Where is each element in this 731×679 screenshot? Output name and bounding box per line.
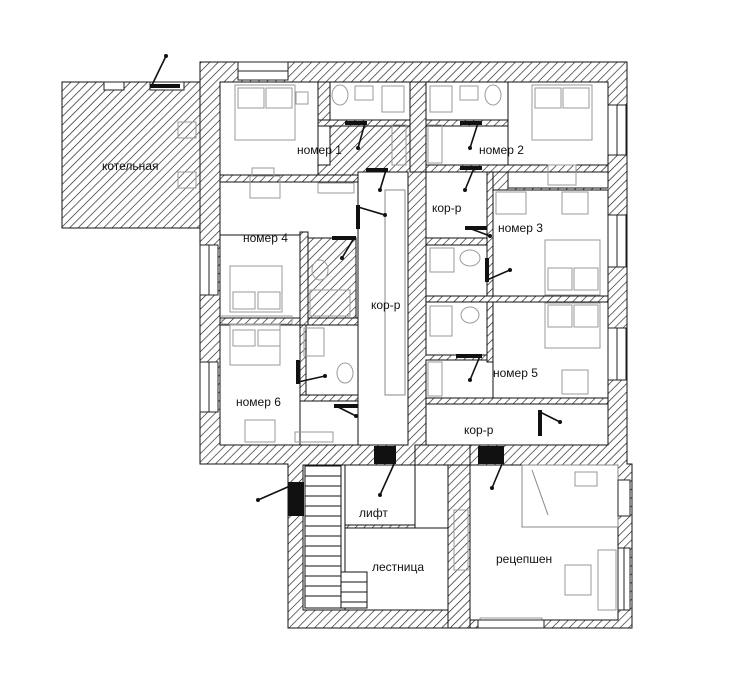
room-label-corridor-bottom: кор-р	[464, 423, 494, 437]
room-label-room5: номер 5	[493, 366, 538, 380]
windows	[103, 61, 631, 629]
room-label-elevator: лифт	[359, 506, 388, 520]
room-label-room2: номер 2	[479, 143, 524, 157]
room-label-reception: рецепшен	[496, 552, 552, 566]
room-label-room6: номер 6	[236, 395, 281, 409]
room-labels: котельная номер 1 номер 2 номер 3 номер …	[102, 143, 552, 574]
room-label-boiler: котельная	[102, 159, 158, 173]
room-label-corridor-small: кор-р	[432, 201, 462, 215]
room-label-room1: номер 1	[297, 143, 342, 157]
doors	[150, 54, 562, 516]
room-label-room3: номер 3	[498, 221, 543, 235]
room-label-corridor-main: кор-р	[371, 298, 401, 312]
room-label-room4: номер 4	[243, 231, 288, 245]
partitions	[219, 81, 609, 629]
staircase	[304, 465, 368, 609]
fixtures	[177, 84, 619, 625]
building-walls	[61, 61, 633, 629]
room-label-stairs: лестница	[372, 560, 424, 574]
